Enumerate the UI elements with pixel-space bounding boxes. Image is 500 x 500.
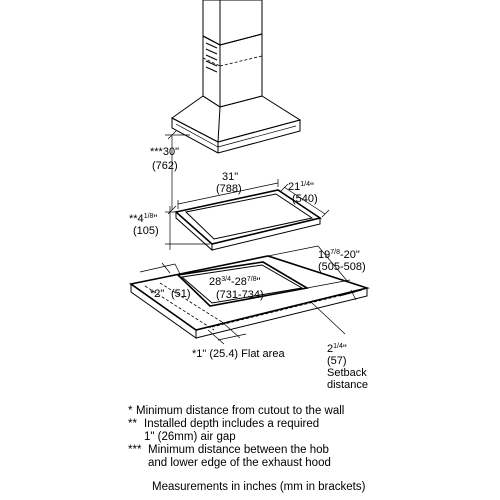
footnote-text: Installed depth includes a required: [144, 418, 320, 430]
exhaust-hood: [171, 0, 302, 154]
cutout-width-label: 283/4-287/8": [209, 276, 261, 288]
cutout-depth-label: 197/8-20": [318, 249, 360, 261]
hood-chimney-lower: [202, 33, 263, 108]
cutout-inner-edge: [180, 264, 304, 304]
hood-vent-slots: [205, 42, 218, 73]
setback-dimension: 21/4" (57) Setback distance: [310, 289, 368, 391]
wall-distance-label: *2": [150, 288, 164, 300]
hob-depth-mm: (540): [292, 193, 318, 205]
cutout-width-mm: (731-734): [216, 289, 264, 301]
hob-width-mm: (788): [216, 183, 242, 195]
footnote-text: Minimum distance between the hob: [148, 444, 329, 456]
setback-text-2: distance: [327, 379, 368, 391]
hood-chimney-upper: [202, 0, 263, 46]
hood-gap-mm: (762): [152, 160, 178, 172]
wall-distance-dimension: *2" (51): [139, 262, 191, 300]
cutout-depth-dimension: 197/8-20" (505-508): [267, 245, 366, 289]
wall-distance-mm: (51): [171, 288, 191, 300]
hob-height-dimension: **41/8" (105): [129, 206, 210, 250]
setback-mm: (57): [327, 355, 347, 367]
footnote-2: ** Installed depth includes a required: [128, 418, 344, 431]
setback-text-1: Setback: [327, 367, 367, 379]
setback-label: 21/4": [327, 343, 347, 355]
hob-height-label: **41/8": [129, 213, 157, 225]
footnote-3-continuation: and lower edge of the exhaust hood: [148, 457, 331, 469]
hob-width-label: 31": [222, 171, 238, 183]
footnote-mark: **: [128, 418, 137, 430]
hood-canopy-top: [171, 95, 302, 143]
hood-gap-label: ***30": [150, 146, 179, 158]
flat-area-label: *1" (25.4) Flat area: [192, 348, 285, 360]
measurement-caption: Measurements in inches (mm in brackets): [152, 481, 366, 493]
footnotes: * Minimum distance from cutout to the wa…: [128, 405, 344, 470]
hob-inner-frame: [184, 193, 314, 240]
hob-side-edge: [211, 217, 321, 251]
countertop-side-edge: [195, 287, 368, 339]
footnote-text: Minimum distance from cutout to the wall: [136, 405, 345, 417]
hob: [174, 189, 322, 252]
cutout-depth-mm: (505-508): [318, 261, 366, 273]
footnote-3: *** Minimum distance between the hob: [128, 444, 344, 457]
hob-height-mm: (105): [133, 225, 159, 237]
hood-canopy-rim: [171, 117, 301, 154]
footnote-mark: ***: [128, 444, 142, 456]
hob-depth-dimension: 211/4" (540): [280, 181, 330, 218]
footnote-2-continuation: 1" (26mm) air gap: [144, 431, 236, 443]
flat-area-dimension: *1" (25.4) Flat area: [192, 321, 285, 360]
footnote-mark: *: [128, 405, 133, 417]
cutout-width-dimension: 283/4-287/8" (731-734): [209, 276, 264, 301]
hob-depth-label: 211/4": [288, 181, 314, 193]
hob-width-dimension: 31" (788): [177, 171, 279, 209]
hood-gap-dimension: ***30" (762): [150, 130, 190, 215]
footnote-1: * Minimum distance from cutout to the wa…: [128, 405, 344, 418]
